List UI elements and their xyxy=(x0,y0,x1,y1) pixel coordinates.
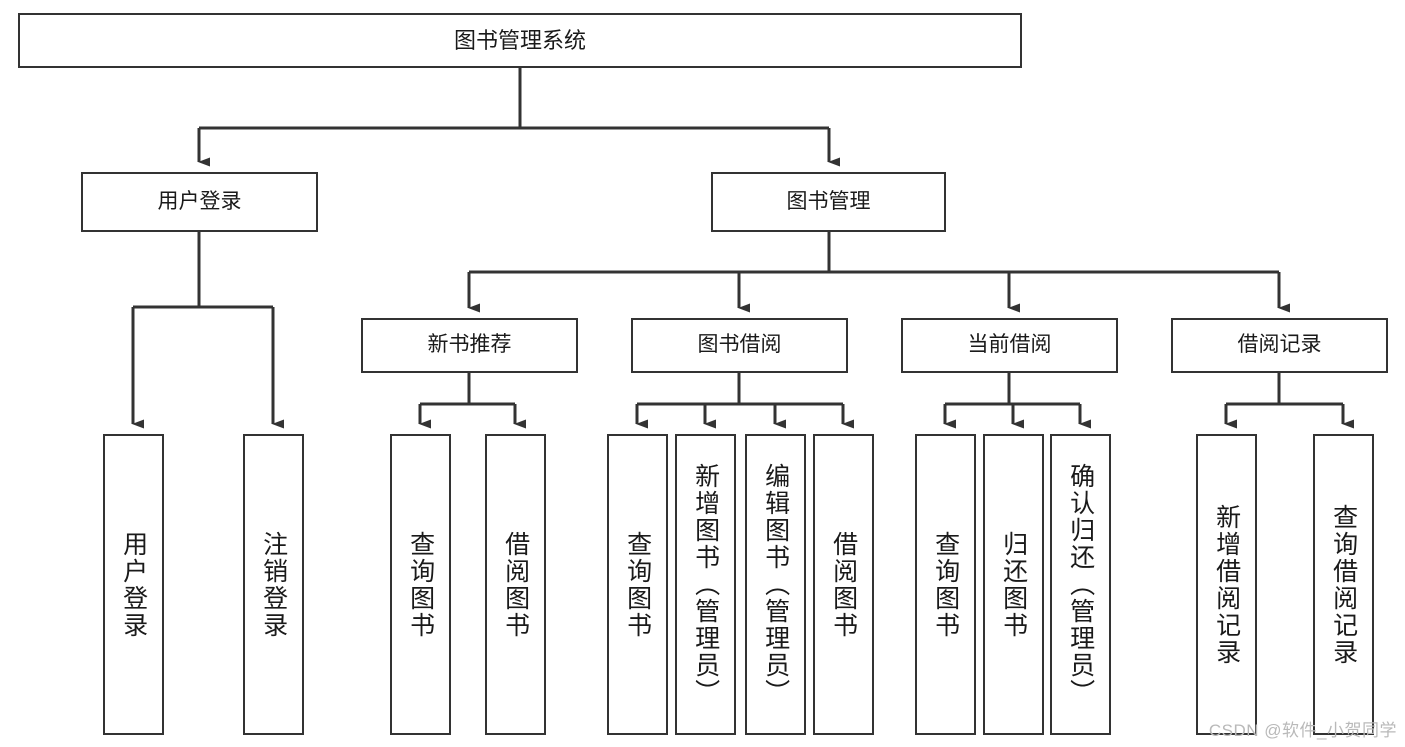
node-book-manage-label: 图书管理 xyxy=(786,189,871,213)
node-leaf-user-logout-label: 注销登录 xyxy=(259,530,288,639)
node-leaf-add-book-label: 新增图书（管理员） xyxy=(691,463,720,706)
node-leaf-confirm-return-label: 确认归还（管理员） xyxy=(1066,463,1095,706)
node-leaf-add-book[interactable]: 新增图书（管理员） xyxy=(675,434,736,735)
node-leaf-query-record[interactable]: 查询借阅记录 xyxy=(1313,434,1374,735)
node-new-book-recommend[interactable]: 新书推荐 xyxy=(361,318,578,373)
node-leaf-query-record-label: 查询借阅记录 xyxy=(1329,503,1358,666)
node-leaf-borrow-book-2-label: 借阅图书 xyxy=(829,530,858,639)
node-leaf-borrow-book-2[interactable]: 借阅图书 xyxy=(813,434,874,735)
node-leaf-return-book[interactable]: 归还图书 xyxy=(983,434,1044,735)
node-new-book-recommend-label: 新书推荐 xyxy=(427,333,512,357)
node-leaf-add-record[interactable]: 新增借阅记录 xyxy=(1196,434,1257,735)
node-current-borrow-label: 当前借阅 xyxy=(967,333,1052,357)
node-leaf-query-book-3[interactable]: 查询图书 xyxy=(915,434,976,735)
node-leaf-query-book-2-label: 查询图书 xyxy=(623,530,652,639)
node-book-borrow[interactable]: 图书借阅 xyxy=(631,318,848,373)
node-leaf-query-book-1[interactable]: 查询图书 xyxy=(390,434,451,735)
node-leaf-edit-book[interactable]: 编辑图书（管理员） xyxy=(745,434,806,735)
node-leaf-borrow-book-1[interactable]: 借阅图书 xyxy=(485,434,546,735)
node-borrow-record-label: 借阅记录 xyxy=(1237,333,1322,357)
node-user-login[interactable]: 用户登录 xyxy=(81,172,318,232)
node-leaf-edit-book-label: 编辑图书（管理员） xyxy=(761,463,790,706)
node-book-manage[interactable]: 图书管理 xyxy=(711,172,946,232)
node-book-borrow-label: 图书借阅 xyxy=(697,333,782,357)
node-leaf-add-record-label: 新增借阅记录 xyxy=(1212,503,1241,666)
node-leaf-user-login-label: 用户登录 xyxy=(119,530,148,639)
node-leaf-user-login[interactable]: 用户登录 xyxy=(103,434,164,735)
node-leaf-user-logout[interactable]: 注销登录 xyxy=(243,434,304,735)
node-leaf-query-book-2[interactable]: 查询图书 xyxy=(607,434,668,735)
node-leaf-confirm-return[interactable]: 确认归还（管理员） xyxy=(1050,434,1111,735)
node-borrow-record[interactable]: 借阅记录 xyxy=(1171,318,1388,373)
node-root[interactable]: 图书管理系统 xyxy=(18,13,1022,68)
watermark: CSDN @软件_小贺同学 xyxy=(1208,721,1397,740)
node-leaf-query-book-3-label: 查询图书 xyxy=(931,530,960,639)
node-current-borrow[interactable]: 当前借阅 xyxy=(901,318,1118,373)
node-user-login-label: 用户登录 xyxy=(157,189,242,213)
node-leaf-return-book-label: 归还图书 xyxy=(999,530,1028,639)
node-leaf-borrow-book-1-label: 借阅图书 xyxy=(501,530,530,639)
node-leaf-query-book-1-label: 查询图书 xyxy=(406,530,435,639)
node-root-label: 图书管理系统 xyxy=(453,27,586,53)
